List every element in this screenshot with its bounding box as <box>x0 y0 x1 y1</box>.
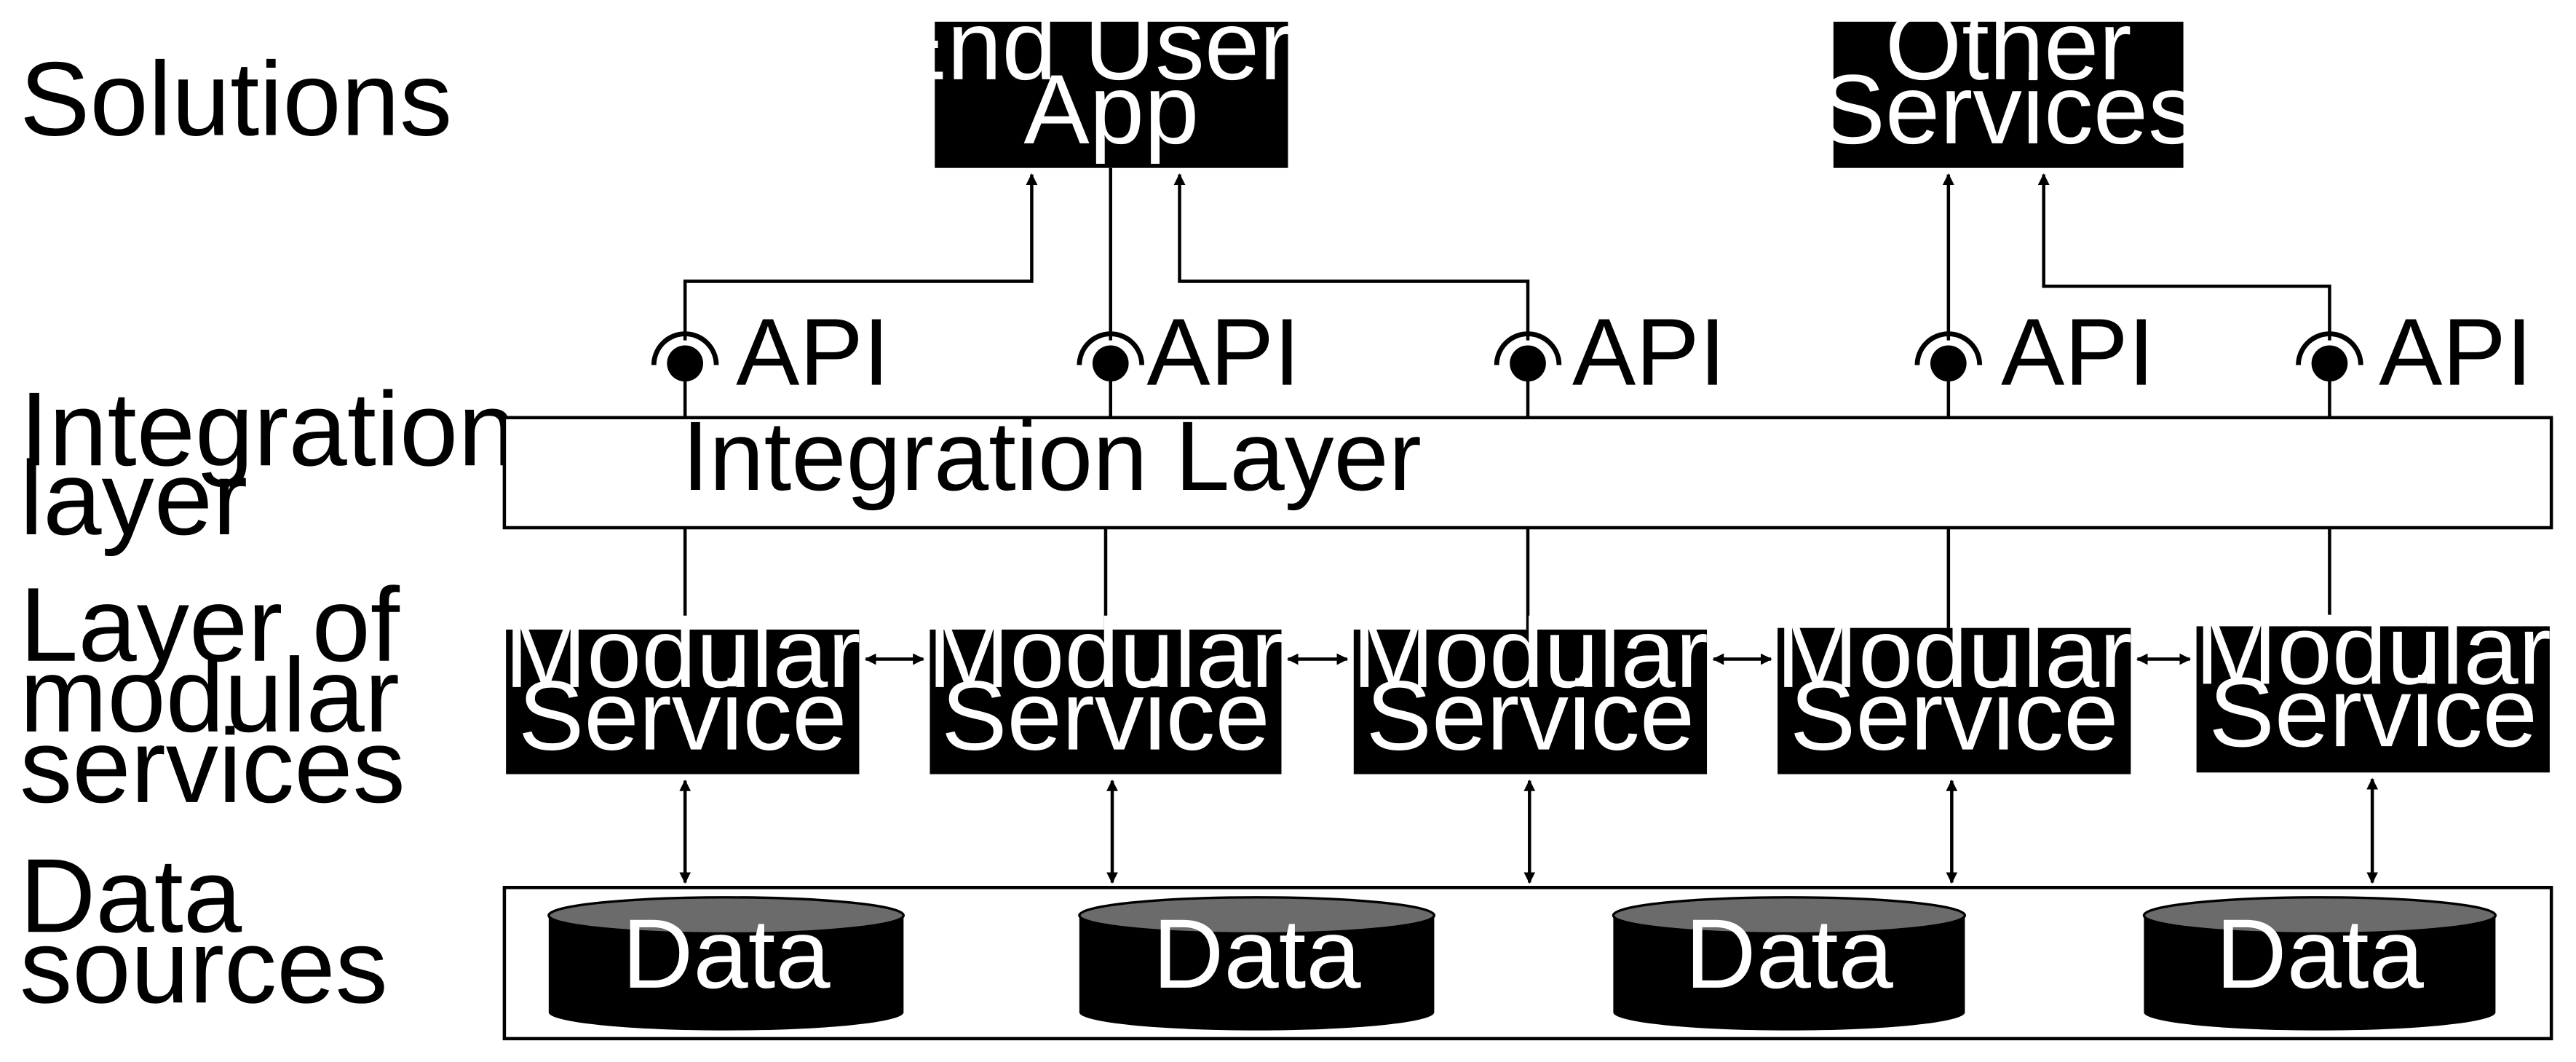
api-ball-icon <box>1510 345 1546 382</box>
svg-text:Service: Service <box>941 660 1270 771</box>
solution-other-services: Other Services <box>1820 0 2197 168</box>
svg-text:Modular: Modular <box>927 598 1283 708</box>
svg-text:API: API <box>736 298 889 405</box>
svg-text:API: API <box>1146 298 1300 405</box>
modular-service-5: Modular Service <box>2195 594 2551 773</box>
data-cylinder-2: Data <box>1078 896 1436 1031</box>
svg-text:Data: Data <box>1153 898 1362 1009</box>
connector-api1-to-end-users-app <box>683 173 1038 341</box>
svg-text:Services: Services <box>1820 54 2197 165</box>
api-ball-icon <box>1930 345 1967 382</box>
row-label-data-line-2: sources <box>20 907 388 1025</box>
api-ball-icon <box>2311 345 2348 382</box>
data-cylinder-1: Data <box>547 896 905 1031</box>
api-socket-2: API <box>1077 298 1300 418</box>
row-labels: Solutions Integration layer Layer of mod… <box>20 40 517 1026</box>
connector-api5-to-other-services <box>2037 173 2331 341</box>
svg-text:End Users: End Users <box>881 0 1341 100</box>
modular-service-3: Modular Service <box>1352 598 1708 774</box>
data-cylinder-3: Data <box>1612 896 1967 1031</box>
api-socket-3: API <box>1494 298 1726 418</box>
integration-layer-box: Integration Layer <box>502 400 2553 530</box>
row-label-data-line-1: Data <box>20 836 242 954</box>
modular-service-1: Modular Service <box>504 598 860 774</box>
data-cylinder-4: Data <box>2142 896 2497 1031</box>
svg-text:Modular: Modular <box>504 598 860 708</box>
integration-to-services-connectors <box>683 527 2331 630</box>
row-label-modular-line-1: Layer of <box>20 566 400 683</box>
api-socket-1: API <box>651 298 889 418</box>
row-label-modular-line-2: modular <box>20 636 400 754</box>
row-label-solutions: Solutions <box>20 40 452 158</box>
row-label-integration-line-2: layer <box>20 439 247 557</box>
api-ball-icon <box>1092 345 1129 382</box>
api-to-solution-connectors <box>683 167 2331 341</box>
svg-text:API: API <box>2379 298 2532 405</box>
api-ball-icon <box>667 345 704 382</box>
svg-text:API: API <box>2001 298 2155 405</box>
svg-text:Service: Service <box>1366 660 1695 771</box>
solution-end-users-app: End Users App <box>881 0 1341 168</box>
row-label-integration-line-1: Integration <box>20 370 517 488</box>
svg-text:Data: Data <box>2216 898 2425 1009</box>
service-data-arrows <box>679 777 2379 884</box>
svg-text:Modular: Modular <box>2195 594 2551 705</box>
svg-text:App: App <box>1023 54 1199 165</box>
integration-layer-label: Integration Layer <box>682 400 1422 511</box>
svg-text:Service: Service <box>2209 657 2538 767</box>
modular-service-4: Modular Service <box>1776 598 2132 774</box>
cylinder-top <box>2142 896 2497 935</box>
svg-text:API: API <box>1572 298 1726 405</box>
svg-text:Service: Service <box>1790 660 2119 771</box>
modular-service-2: Modular Service <box>927 598 1284 774</box>
svg-text:Data: Data <box>622 898 831 1009</box>
svg-text:Modular: Modular <box>1352 598 1708 708</box>
connector-api3-to-end-users-app <box>1173 173 1530 341</box>
cylinder-top <box>1078 896 1436 935</box>
cylinder-top <box>547 896 905 935</box>
svg-text:Service: Service <box>518 660 847 771</box>
svg-text:Other: Other <box>1885 0 2132 100</box>
cylinder-top <box>1612 896 1967 935</box>
row-label-modular-line-3: services <box>20 707 405 825</box>
api-socket-4: API <box>1914 298 2155 418</box>
svg-text:Data: Data <box>1685 898 1894 1009</box>
api-socket-5: API <box>2296 298 2532 418</box>
svg-text:Modular: Modular <box>1776 598 2132 708</box>
